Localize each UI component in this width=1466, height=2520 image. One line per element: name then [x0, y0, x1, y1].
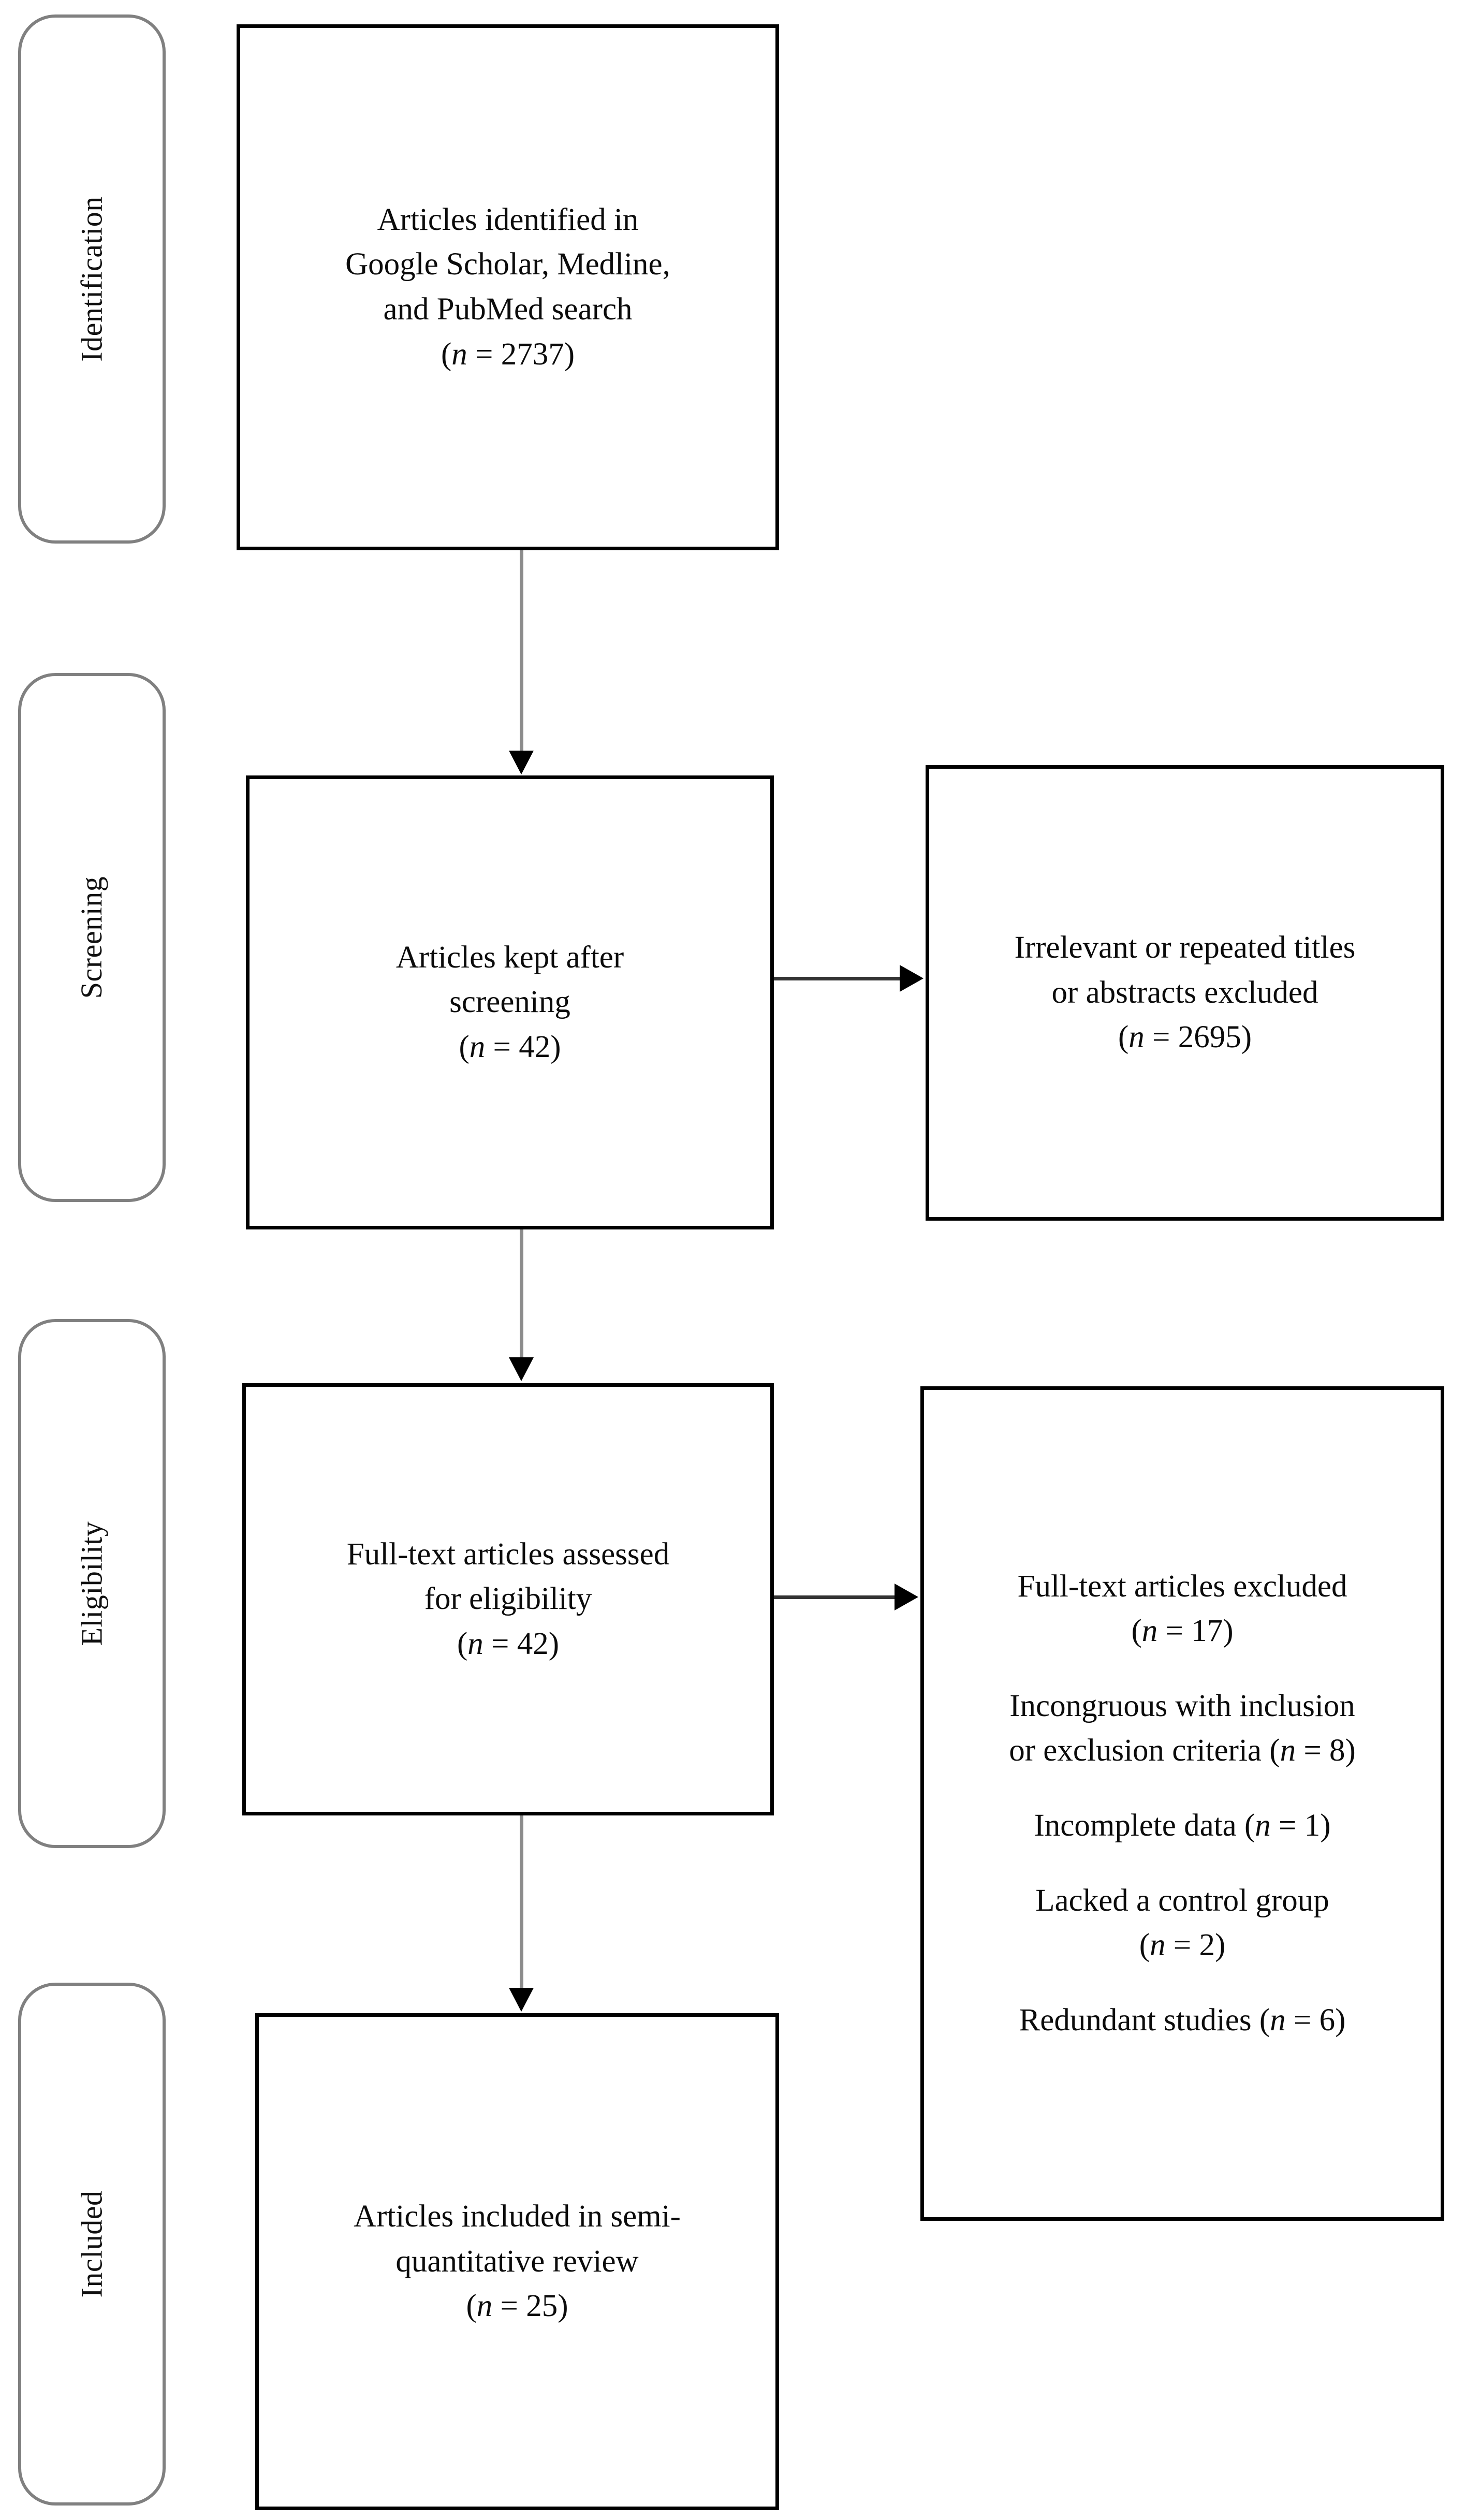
screening-kept-count: (n = 42): [459, 1029, 561, 1064]
screening-excluded-line-2: or abstracts excluded: [1051, 975, 1318, 1010]
eligibility-assessed-count: (n = 42): [457, 1626, 560, 1661]
identification-line-2: Google Scholar, Medline,: [345, 247, 670, 282]
connector-screening-to-eligibility: [520, 1229, 523, 1360]
arrowhead-screening-to-eligibility: [509, 1357, 534, 1381]
exclusion-item-1-line-1: Full-text articles excluded: [1017, 1569, 1347, 1604]
connector-eligibility-to-excluded: [774, 1595, 896, 1599]
arrowhead-identification-to-screening: [509, 751, 534, 774]
box-eligibility-assessed: Full-text articles assessed for eligibil…: [242, 1383, 774, 1815]
arrowhead-eligibility-to-included: [509, 1988, 534, 2012]
arrowhead-screening-to-excluded: [900, 965, 923, 992]
included-final-line-2: quantitative review: [395, 2244, 639, 2279]
box-screening-excluded: Irrelevant or repeated titles or abstrac…: [926, 765, 1444, 1221]
exclusion-item-2-line-1: Incongruous with inclusion: [1009, 1688, 1355, 1723]
box-eligibility-excluded: Full-text articles excluded (n = 17) Inc…: [920, 1386, 1444, 2221]
stage-label-screening: Screening: [75, 876, 109, 999]
identification-line-1: Articles identified in: [377, 202, 639, 237]
box-screening-kept: Articles kept after screening (n = 42): [246, 775, 774, 1229]
connector-identification-to-screening: [520, 550, 523, 753]
screening-excluded-count: (n = 2695): [1118, 1020, 1252, 1055]
exclusion-item-no-control-group: Lacked a control group (n = 2): [937, 1879, 1427, 1968]
eligibility-assessed-line-2: for eligibility: [424, 1581, 592, 1617]
stage-capsule-screening: Screening: [18, 673, 166, 1202]
exclusion-item-3-line: Incomplete data (n = 1): [1034, 1808, 1331, 1843]
connector-screening-to-excluded: [774, 977, 901, 980]
stage-capsule-eligibility: Eligibility: [18, 1319, 166, 1848]
stage-label-included: Included: [75, 2190, 109, 2298]
exclusion-item-incomplete-data: Incomplete data (n = 1): [937, 1804, 1427, 1849]
identification-line-3: and PubMed search: [383, 292, 633, 327]
exclusion-item-incongruous: Incongruous with inclusion or exclusion …: [937, 1684, 1427, 1774]
box-included-final: Articles included in semi- quantitative …: [255, 2013, 779, 2510]
connector-eligibility-to-included: [520, 1815, 523, 1990]
exclusion-item-4-line-1: Lacked a control group: [1035, 1883, 1329, 1918]
stage-label-identification: Identification: [75, 196, 109, 362]
exclusion-item-5-line: Redundant studies (n = 6): [1019, 2002, 1346, 2038]
included-final-line-1: Articles included in semi-: [354, 2199, 681, 2234]
exclusion-item-4-count: (n = 2): [1139, 1928, 1226, 1963]
screening-kept-line-2: screening: [449, 985, 570, 1020]
exclusion-item-redundant-studies: Redundant studies (n = 6): [937, 1998, 1427, 2043]
included-final-count: (n = 25): [466, 2289, 568, 2324]
exclusion-item-2-line-2: or exclusion criteria (n = 8): [1009, 1733, 1356, 1768]
screening-excluded-line-1: Irrelevant or repeated titles: [1014, 930, 1356, 965]
exclusion-item-1-count: (n = 17): [1131, 1614, 1234, 1649]
screening-kept-line-1: Articles kept after: [395, 940, 624, 975]
eligibility-assessed-line-1: Full-text articles assessed: [346, 1536, 670, 1572]
stage-label-eligibility: Eligibility: [75, 1521, 109, 1646]
identification-count: (n = 2737): [441, 336, 575, 372]
stage-capsule-identification: Identification: [18, 14, 166, 544]
arrowhead-eligibility-to-excluded: [895, 1584, 918, 1610]
box-identification: Articles identified in Google Scholar, M…: [237, 24, 779, 550]
stage-capsule-included: Included: [18, 1983, 166, 2506]
exclusion-item-full-text: Full-text articles excluded (n = 17): [937, 1564, 1427, 1654]
